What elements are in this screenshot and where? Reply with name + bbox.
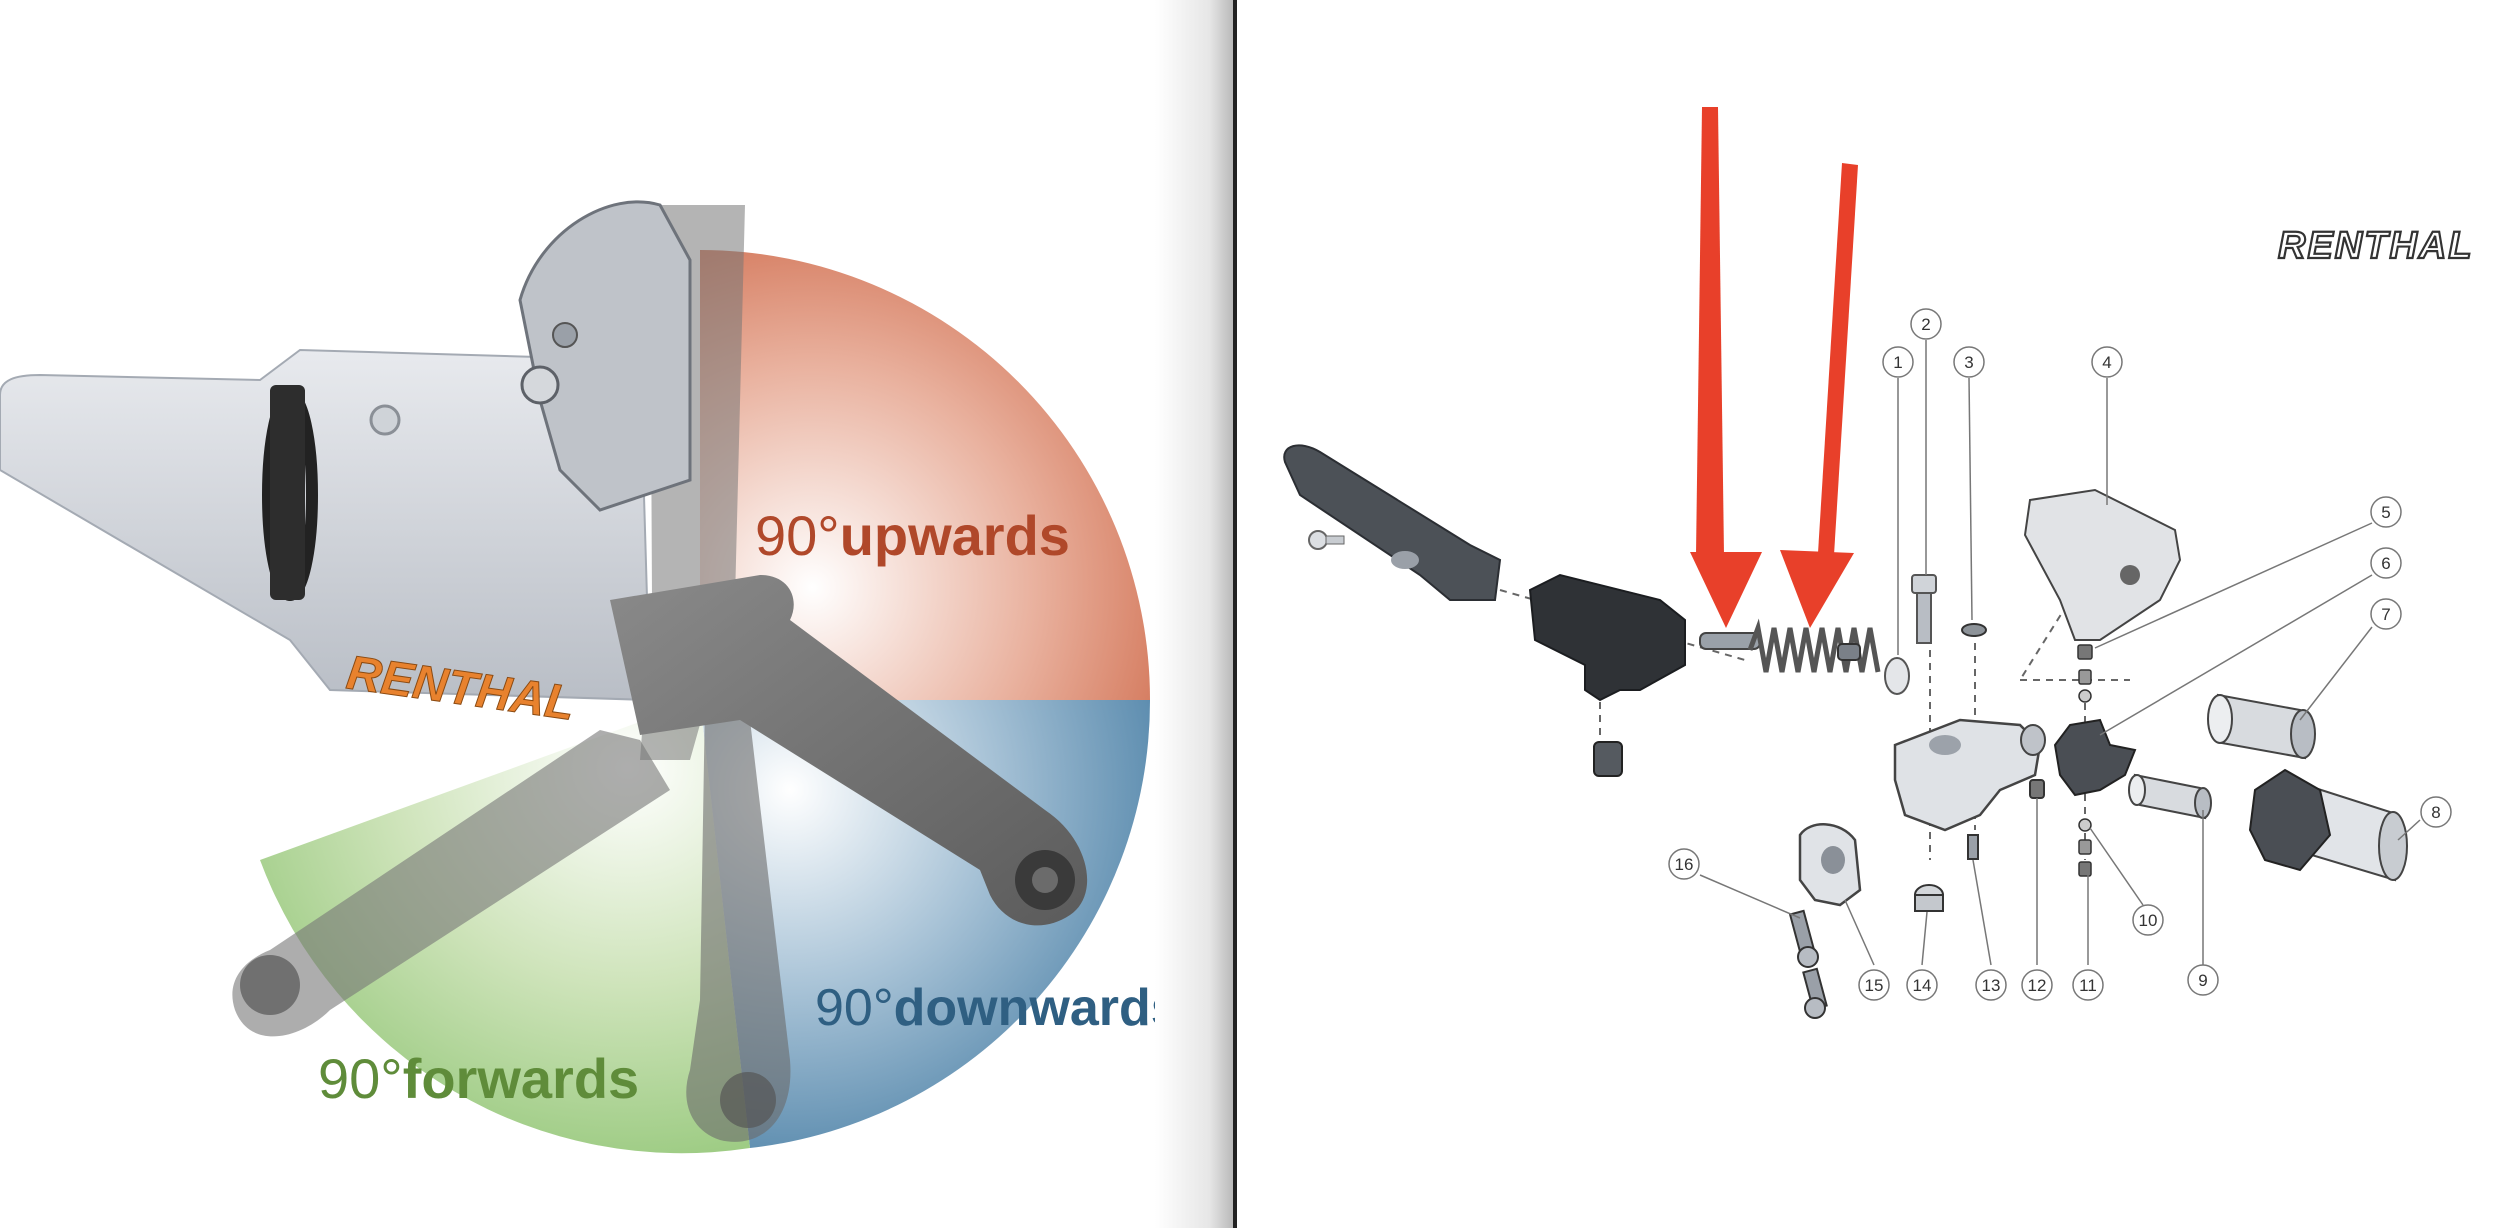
svg-text:13: 13 [1982,976,2001,995]
panel-divider [1233,0,1237,1228]
svg-text:1: 1 [1893,353,1902,372]
callout-1: 1 [1882,346,1914,378]
callout-lines [1699,340,2421,966]
svg-text:4: 4 [2102,353,2111,372]
part-spring [1747,618,1881,673]
part-small-stack [2077,644,2093,877]
part-screw-3 [1961,623,1987,637]
callout-6: 6 [2370,547,2402,579]
part-insert-12 [2029,779,2045,799]
svg-text:8: 8 [2431,803,2440,822]
part-grip-adjuster [2248,768,2408,882]
right-panel: RENTHAL [1283,107,2474,1019]
red-arrows [1690,107,1858,628]
svg-text:16: 16 [1675,855,1694,874]
svg-text:3: 3 [1964,353,1973,372]
callout-8: 8 [2420,796,2452,828]
callout-badges: 1 2 3 4 5 6 7 8 9 10 11 12 13 14 15 16 [1668,308,2452,1001]
part-nut [1914,884,1944,912]
part-sleeve-7 [2207,693,2316,760]
part-perch-block [1528,573,1686,702]
svg-text:6: 6 [2381,554,2390,573]
callout-16: 16 [1668,848,1700,880]
handlebar-clamp [518,200,692,512]
part-bushing [1593,741,1623,777]
svg-text:12: 12 [2028,976,2047,995]
part-clamp-bolts [1788,909,1828,1019]
callout-15: 15 [1858,969,1890,1001]
lever-ghost-downwards [686,700,791,1142]
svg-text:5: 5 [2381,503,2390,522]
callout-9: 9 [2187,964,2219,996]
callout-14: 14 [1906,969,1938,1001]
red-arrow-spring [1780,163,1858,628]
red-arrow-piston [1690,107,1762,628]
brake-lever [610,575,1088,926]
callout-5: 5 [2370,496,2402,528]
reservoir-screw [369,404,401,436]
right-brand-logo: RENTHAL [2278,225,2474,267]
callout-11: 11 [2072,969,2104,1001]
part-sleeve-9 [2128,773,2212,820]
part-lever-blade [1283,444,1502,601]
svg-text:14: 14 [1913,976,1932,995]
part-bolt-2 [1911,574,1937,644]
svg-text:15: 15 [1865,976,1884,995]
callout-10: 10 [2132,904,2164,936]
callout-3: 3 [1953,346,1985,378]
label-upwards: 90°upwards [755,504,1070,567]
svg-text:9: 9 [2198,971,2207,990]
lever-ghost-forwards [232,730,671,1037]
part-pivot-screw [1308,530,1345,550]
part-reservoir-cover [2023,488,2182,641]
callout-4: 4 [2091,346,2123,378]
svg-text:2: 2 [1921,315,1930,334]
callout-7: 7 [2370,598,2402,630]
callout-12: 12 [2021,969,2053,1001]
part-master-cylinder [1893,718,2042,832]
left-panel: RENTHAL 90°upwards 90°downwards 90°forwa… [0,200,1180,1154]
label-forwards: 90°forwards [318,1047,639,1110]
master-cylinder-body [0,348,652,702]
part-seal-cap [1884,657,1910,695]
svg-text:11: 11 [2079,976,2097,995]
label-downwards: 90°downwards [815,979,1180,1037]
callout-2: 2 [1910,308,1942,340]
svg-text:10: 10 [2139,911,2158,930]
callout-13: 13 [1975,969,2007,1001]
part-screw-13 [1967,834,1979,860]
part-star-adjuster [2053,718,2137,797]
panel-gutter [1155,0,1233,1228]
upwards-sector [700,250,1150,700]
svg-text:7: 7 [2381,605,2390,624]
